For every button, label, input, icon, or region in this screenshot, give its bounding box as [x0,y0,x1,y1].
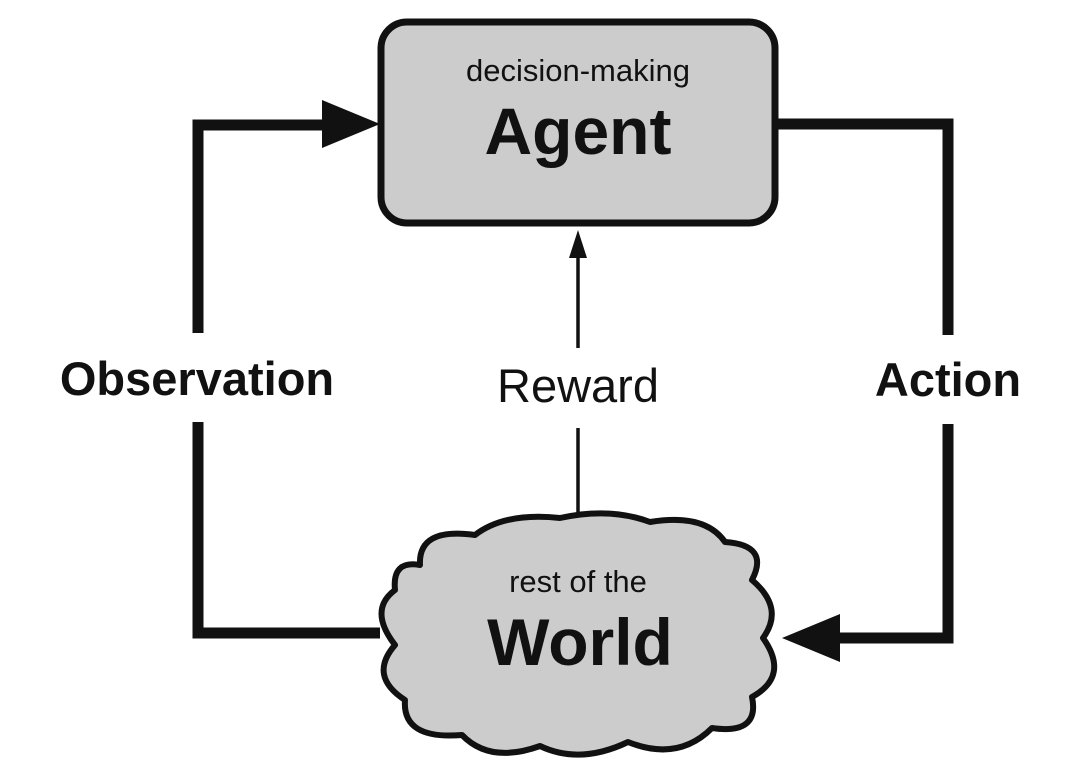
observation-line-lower [192,422,380,639]
world-subtitle: rest of the [509,564,647,599]
world-node: rest of the World [378,510,778,758]
action-connector [775,118,954,662]
world-cloud [378,510,778,758]
action-label: Action [875,353,1021,406]
reward-connector [569,230,587,516]
observation-label: Observation [60,352,334,405]
agent-title: Agent [485,94,672,168]
reward-label: Reward [497,359,659,412]
action-line-lower [830,424,954,644]
observation-line-upper [192,119,330,333]
action-arrowhead [782,614,840,662]
observation-arrowhead [322,100,380,148]
observation-connector [192,100,380,639]
action-line-upper [775,118,954,335]
agent-box [377,18,779,227]
reward-arrowhead [569,230,587,258]
agent-subtitle: decision-making [466,53,690,88]
agent-node: decision-making Agent [377,18,779,227]
world-title: World [487,605,673,679]
